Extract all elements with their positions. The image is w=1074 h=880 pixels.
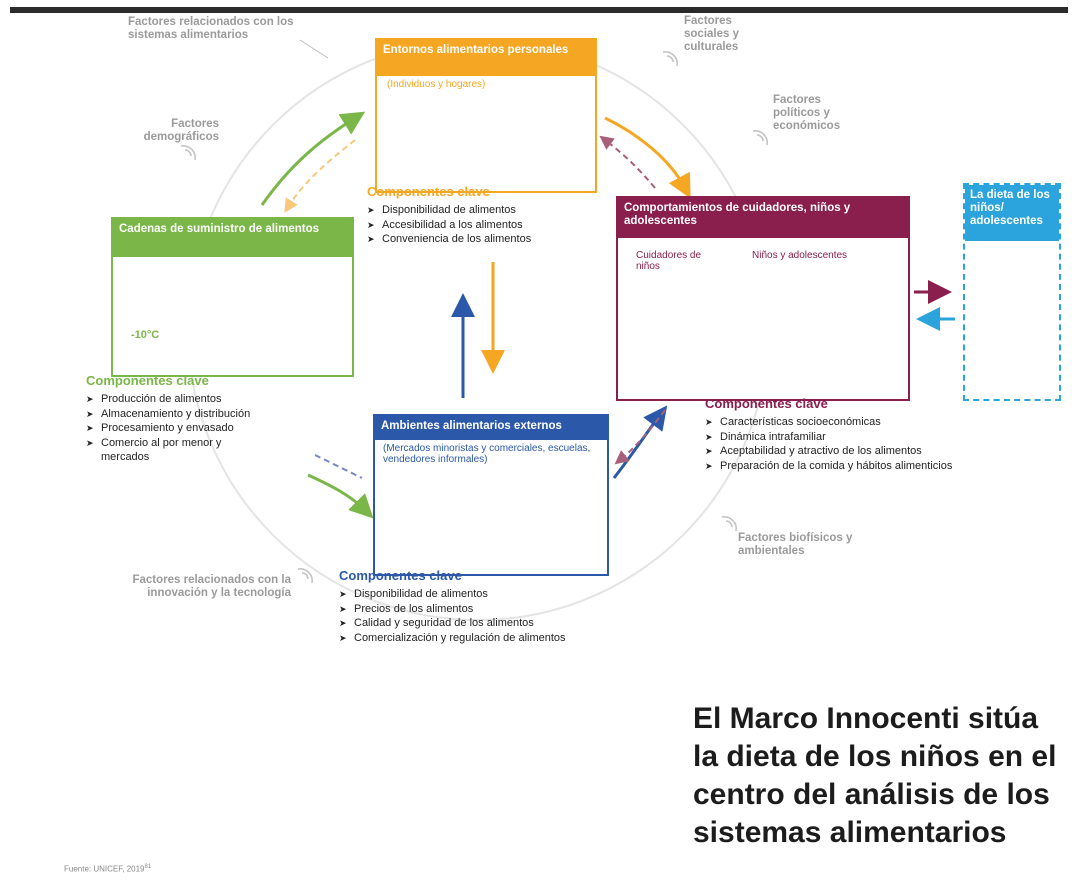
signal-icons <box>180 51 768 584</box>
behaviour-title: Comportamientos de cuidadores, niños y a… <box>624 202 851 227</box>
page-headline: El Marco Innocenti sitúa la dieta de los… <box>693 702 1057 849</box>
caregivers-label: Cuidadores de niños <box>636 250 702 272</box>
top-rule <box>10 7 1068 13</box>
diet-title-bar: La dieta de los niños/ adolescentes <box>965 185 1059 241</box>
supply-chain-box: Cadenas de suministro de alimentos <box>111 217 354 377</box>
list-item: Comercio al por menor y mercados <box>86 436 251 465</box>
external-env-subtitle: (Mercados minoristas y comerciales, escu… <box>383 443 591 465</box>
supply-chain-components: Producción de alimentos Almacenamiento y… <box>86 392 296 465</box>
arrow-dashed-maroon-top <box>599 135 656 189</box>
source-note: Fuente: UNICEF, 201981 <box>64 864 151 874</box>
list-item: Dinámica intrafamiliar <box>705 430 1025 445</box>
diet-box: La dieta de los niños/ adolescentes <box>963 183 1061 401</box>
list-item: Características socioeconómicas <box>705 415 1025 430</box>
personal-env-title: Entornos alimentarios personales <box>383 44 569 56</box>
personal-env-title-bar: Entornos alimentarios personales <box>377 40 595 76</box>
external-env-components: Disponibilidad de alimentos Precios de l… <box>339 587 629 645</box>
external-env-components-title: Componentes clave <box>339 568 462 583</box>
diet-title: La dieta de los niños/ adolescentes <box>970 189 1050 227</box>
list-item: Aceptabilidad y atractivo de los aliment… <box>705 444 1025 459</box>
source-text: Fuente: UNICEF, 2019 <box>64 864 145 874</box>
arrow-dashed-maroon-bottom <box>614 409 666 465</box>
factor-social-cultural: Factores sociales y culturales <box>684 15 739 53</box>
arrow-dashed-orange <box>284 139 356 213</box>
external-env-title: Ambientes alimentarios externos <box>381 420 562 432</box>
personal-env-box: Entornos alimentarios personales (Indivi… <box>375 38 597 193</box>
arrow-dashed-blue <box>314 454 363 479</box>
list-item: Disponibilidad de alimentos <box>339 587 629 602</box>
behaviour-title-bar: Comportamientos de cuidadores, niños y a… <box>618 198 908 238</box>
arrow-green-to-blue <box>307 473 374 519</box>
children-label: Niños y adolescentes <box>752 250 848 261</box>
personal-env-components: Disponibilidad de alimentos Accesibilida… <box>367 203 607 247</box>
external-env-box: Ambientes alimentarios externos (Mercado… <box>373 414 609 576</box>
supply-chain-title: Cadenas de suministro de alimentos <box>119 223 320 235</box>
behaviour-box: Comportamientos de cuidadores, niños y a… <box>616 196 910 401</box>
factor-demographic: Factores demográficos <box>143 118 219 143</box>
list-item: Disponibilidad de alimentos <box>367 203 607 218</box>
behaviour-components: Características socioeconómicas Dinámica… <box>705 415 1025 473</box>
arrow-orange-to-maroon <box>604 116 691 199</box>
arrow-green-to-orange <box>260 111 366 206</box>
list-item: Almacenamiento y distribución <box>86 407 296 422</box>
factor-political-economic: Factores políticos y económicos <box>773 94 841 132</box>
source-ref: 81 <box>144 864 152 870</box>
list-item: Accesibilidad a los alimentos <box>367 218 607 233</box>
list-item: Calidad y seguridad de los alimentos <box>339 616 629 631</box>
factor-food-systems: Factores relacionados con los sistemas a… <box>128 16 294 41</box>
personal-env-subtitle: (Individuos y hogares) <box>387 79 486 90</box>
factor-biophysical-environmental: Factores biofísicos y ambientales <box>738 532 853 557</box>
truck-temperature-label: -10°C <box>131 329 160 341</box>
list-item: Producción de alimentos <box>86 392 296 407</box>
supply-chain-title-bar: Cadenas de suministro de alimentos <box>113 219 352 257</box>
external-env-title-bar: Ambientes alimentarios externos <box>375 416 607 440</box>
factor-innovation-technology: Factores relacionados con la innovación … <box>132 574 291 599</box>
supply-chain-components-title: Componentes clave <box>86 373 209 388</box>
arrow-blue-to-maroon <box>612 405 668 479</box>
list-item: Precios de los alimentos <box>339 602 629 617</box>
list-item: Conveniencia de los alimentos <box>367 232 607 247</box>
list-item: Procesamiento y envasado <box>86 421 296 436</box>
behaviour-components-title: Componentes clave <box>705 396 828 411</box>
list-item: Preparación de la comida y hábitos alime… <box>705 459 1025 474</box>
list-item: Comercialización y regulación de aliment… <box>339 631 629 646</box>
personal-env-components-title: Componentes clave <box>367 184 490 199</box>
